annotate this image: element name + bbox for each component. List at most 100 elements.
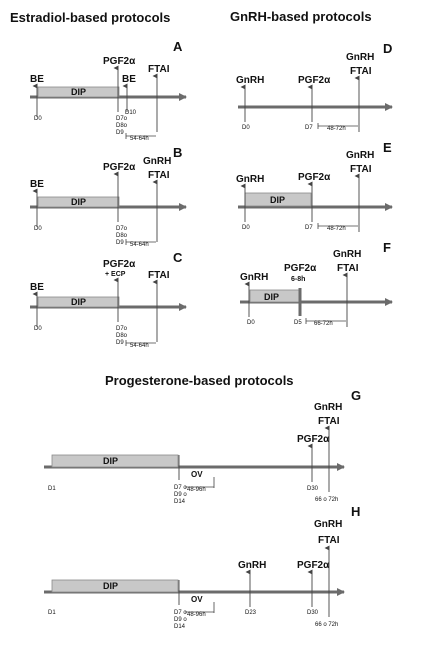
day-d7-e: D7 — [305, 225, 313, 231]
day-d7-h: D7 o — [174, 610, 187, 616]
ftai-label-a: FTAI — [148, 64, 170, 75]
be-label-c: BE — [30, 282, 44, 293]
day-d8-c: D8o — [116, 333, 128, 339]
day-d5-f: D5 — [294, 320, 302, 326]
panel-h: H DIP OV 48-96h GnRH PGF2α GnRH FTAI D1 … — [44, 504, 360, 630]
gnrh1-label-h: GnRH — [238, 560, 266, 571]
day-d8-a: D8o — [116, 123, 128, 129]
be2-label-a: BE — [122, 74, 136, 85]
ftai-label-g: FTAI — [318, 416, 340, 427]
panel-c: C DIP BE PGF2α + ECP FTAI D0 D7o D8o D9 … — [30, 250, 187, 349]
gnrh2-label-h: GnRH — [314, 519, 342, 530]
interval-label-h: 48-96h — [187, 612, 206, 618]
dip-label-e: DIP — [270, 195, 285, 205]
interval-label-d: 48-72h — [327, 126, 346, 132]
be-label-a: BE — [30, 74, 44, 85]
panel-letter-e: E — [383, 140, 392, 155]
day-d14-g: D14 — [174, 499, 186, 505]
pgf-label-c: PGF2α — [103, 259, 136, 270]
panel-letter-g: G — [351, 388, 361, 403]
dip-device-bar-h — [51, 579, 179, 593]
day-d14-h: D14 — [174, 624, 186, 630]
day-d9-b: D9 — [116, 240, 124, 246]
ftai-label-f: FTAI — [337, 263, 359, 274]
panel-letter-d: D — [383, 41, 392, 56]
title-progesterone-protocols: Progesterone-based protocols — [105, 373, 294, 388]
day-d1-h: D1 — [48, 610, 56, 616]
day-d7-d: D7 — [305, 125, 313, 131]
day-d0-c: D0 — [34, 326, 42, 332]
panel-letter-c: C — [173, 250, 183, 265]
day-d9-h: D9 o — [174, 617, 187, 623]
pgf-label-b: PGF2α — [103, 162, 136, 173]
time-label-g: 66 o 72h — [315, 497, 338, 503]
day-d0-a: D0 — [34, 116, 42, 122]
interval-label-a: 54-64h — [130, 136, 149, 142]
pgf-label-h: PGF2α — [297, 560, 330, 571]
dip-label-b: DIP — [71, 197, 86, 207]
day-d10-a: D10 — [125, 110, 137, 116]
interval-label-c: 54-64h — [130, 343, 149, 349]
day-d7-c: D7o — [116, 326, 128, 332]
gnrh2-label-f: GnRH — [333, 249, 361, 260]
gnrh2-label-d: GnRH — [346, 52, 374, 63]
dip-device-bar-a — [37, 86, 120, 98]
panel-d: D GnRH PGF2α GnRH FTAI D0 D7 48-72h — [236, 41, 393, 132]
ftai-label-b: FTAI — [148, 170, 170, 181]
gnrh1-label-e: GnRH — [236, 174, 264, 185]
interval-label-e: 48-72h — [327, 226, 346, 232]
ftai-label-e: FTAI — [350, 164, 372, 175]
day-d0-b: D0 — [34, 226, 42, 232]
gnrh2-label-e: GnRH — [346, 150, 374, 161]
pgf-label-a: PGF2α — [103, 56, 136, 67]
dip-label-c: DIP — [71, 297, 86, 307]
interval-label-f: 66-72h — [314, 321, 333, 327]
dip-label-f: DIP — [264, 292, 279, 302]
day-d7-b: D7o — [116, 226, 128, 232]
dip-device-bar-b — [37, 196, 120, 208]
title-estradiol-protocols: Estradiol-based protocols — [10, 10, 170, 25]
panel-letter-b: B — [173, 145, 182, 160]
dip-device-bar-g — [51, 454, 179, 468]
dip-device-bar-c — [37, 296, 120, 308]
pgf-sub-label-f: 6-8h — [291, 276, 305, 283]
panel-letter-a: A — [173, 39, 183, 54]
day-d23-h: D23 — [245, 610, 257, 616]
dip-label-a: DIP — [71, 87, 86, 97]
panel-f: F DIP GnRH PGF2α 6-8h GnRH FTAI D0 D5 66… — [240, 240, 393, 327]
panel-b: B DIP BE PGF2α GnRH FTAI D0 D7o D8o D9 5… — [30, 145, 187, 248]
day-d9-g: D9 o — [174, 492, 187, 498]
gnrh1-label-f: GnRH — [240, 272, 268, 283]
dip-label-h: DIP — [103, 581, 118, 591]
day-d30-h: D30 — [307, 610, 319, 616]
ftai-label-d: FTAI — [350, 66, 372, 77]
gnrh-label-b: GnRH — [143, 156, 171, 167]
day-d9-c: D9 — [116, 340, 124, 346]
day-d0-f: D0 — [247, 320, 255, 326]
panel-g: G DIP OV 48-96h PGF2α GnRH FTAI D1 D7 o … — [44, 388, 361, 505]
day-d0-e: D0 — [242, 225, 250, 231]
interval-label-b: 54-64h — [130, 242, 149, 248]
day-d1-g: D1 — [48, 486, 56, 492]
time-label-h: 66 o 72h — [315, 622, 338, 628]
ftai-label-c: FTAI — [148, 270, 170, 281]
day-d30-g: D30 — [307, 486, 319, 492]
panel-e: E DIP GnRH PGF2α GnRH FTAI D0 D7 48-72h — [236, 140, 393, 232]
ov-label-g: OV — [191, 470, 203, 479]
dip-label-g: DIP — [103, 456, 118, 466]
panel-letter-h: H — [351, 504, 360, 519]
day-d0-d: D0 — [242, 125, 250, 131]
ftai-label-h: FTAI — [318, 535, 340, 546]
title-gnrh-protocols: GnRH-based protocols — [230, 9, 372, 24]
panel-a: A DIP BE PGF2α BE FTAI D0 D7o D8o D9 D10… — [30, 39, 187, 142]
day-d8-b: D8o — [116, 233, 128, 239]
ecp-label-c: + ECP — [105, 271, 126, 278]
pgf-label-g: PGF2α — [297, 434, 330, 445]
ov-label-h: OV — [191, 595, 203, 604]
interval-label-g: 48-96h — [187, 487, 206, 493]
gnrh-label-g: GnRH — [314, 402, 342, 413]
day-d9-a: D9 — [116, 130, 124, 136]
gnrh1-label-d: GnRH — [236, 75, 264, 86]
pgf-label-e: PGF2α — [298, 172, 331, 183]
